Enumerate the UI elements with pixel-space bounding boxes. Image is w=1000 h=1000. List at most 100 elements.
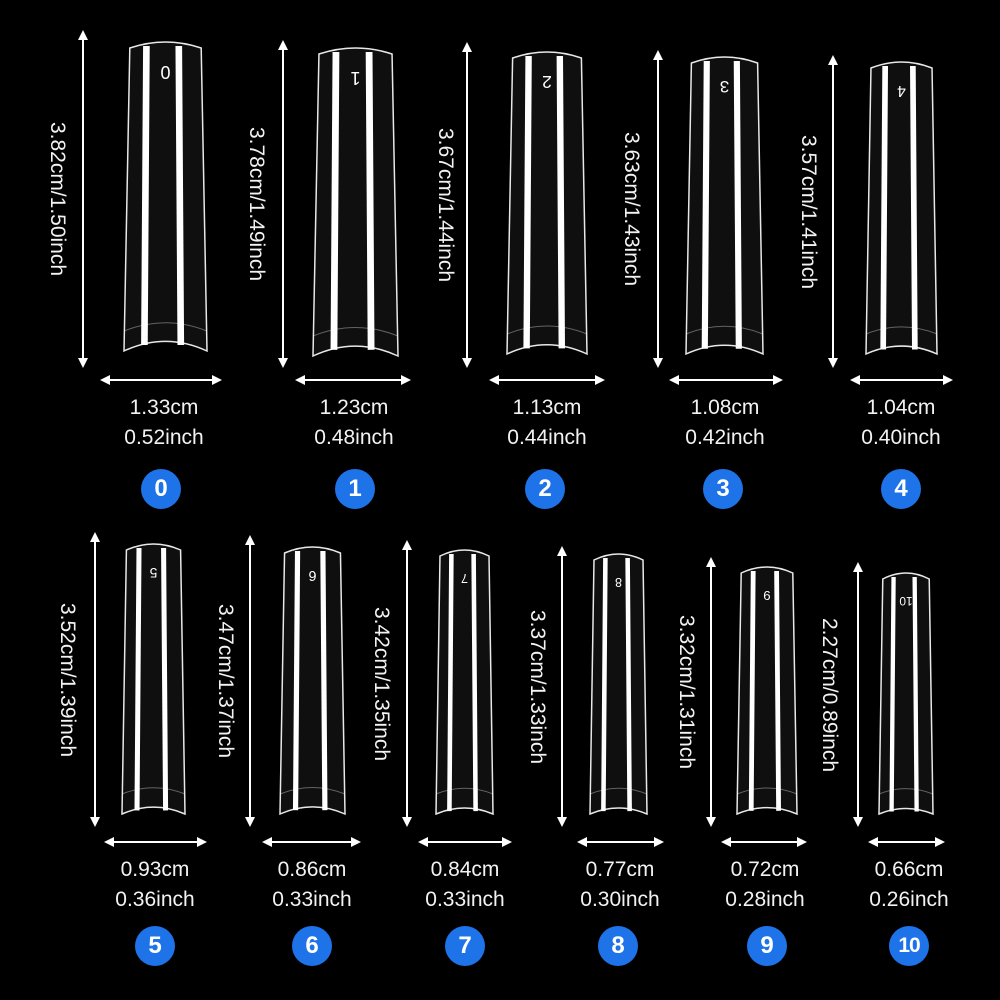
tip-base-curve-4 (865, 326, 938, 335)
tip-highlight-left-1 (330, 51, 340, 350)
tip-engraved-number-3: 3 (720, 77, 729, 96)
tip-highlight-left-2 (523, 55, 532, 349)
tip-highlight-right-4 (910, 65, 918, 350)
width-arrowhead-left-8 (577, 837, 587, 847)
tip-highlight-left-0 (141, 45, 150, 346)
length-label-9: 3.32cm/1.31inch (675, 614, 698, 770)
length-arrowhead-bottom-1 (278, 358, 288, 368)
tip-base-curve-3 (685, 325, 764, 335)
tip-engraved-number-9: 9 (763, 588, 770, 603)
length-label-5: 3.52cm/1.39inch (56, 602, 79, 757)
width-inch-2: 0.44inch (507, 426, 587, 449)
width-cm-0: 1.33cm (129, 396, 199, 419)
width-arrowhead-right-4 (943, 375, 953, 385)
length-arrowhead-top-9 (706, 557, 716, 567)
width-cm-7: 0.84cm (430, 858, 500, 881)
length-arrowhead-top-3 (653, 50, 663, 60)
nail-tip-1 (312, 47, 399, 358)
length-arrowhead-top-5 (90, 532, 100, 542)
length-arrowhead-top-8 (557, 546, 567, 556)
width-arrowhead-left-4 (850, 375, 860, 385)
tip-highlight-left-8 (601, 557, 608, 812)
nail-tip-4 (865, 61, 938, 356)
width-arrowhead-right-2 (595, 375, 605, 385)
tip-base-curve-6 (279, 787, 346, 795)
size-badge-5: 5 (135, 926, 175, 966)
length-arrowhead-top-10 (853, 562, 863, 572)
length-arrowhead-bottom-10 (853, 817, 863, 827)
size-badge-1: 1 (335, 469, 375, 509)
width-cm-5: 0.93cm (120, 858, 190, 881)
width-arrowhead-left-5 (104, 837, 114, 847)
length-arrowhead-bottom-2 (462, 358, 472, 368)
width-arrowhead-right-8 (654, 837, 664, 847)
nail-tip-8 (589, 553, 648, 816)
tip-engraved-number-7: 7 (461, 571, 468, 585)
width-cm-10: 0.66cm (874, 858, 944, 881)
length-arrowhead-top-4 (828, 55, 838, 65)
length-arrowhead-bottom-7 (402, 817, 412, 827)
width-arrowhead-right-6 (351, 837, 361, 847)
tip-base-curve-10 (878, 788, 934, 795)
tip-engraved-number-0: 0 (160, 62, 170, 82)
tip-base-curve-9 (736, 787, 798, 795)
tip-highlight-left-5 (134, 547, 142, 811)
width-arrowhead-left-9 (721, 837, 731, 847)
length-arrowhead-top-7 (402, 540, 412, 550)
width-arrowhead-right-5 (197, 837, 207, 847)
width-cm-2: 1.13cm (512, 396, 582, 419)
width-inch-6: 0.33inch (272, 888, 352, 911)
width-arrowhead-left-10 (868, 837, 878, 847)
tip-engraved-number-5: 5 (149, 565, 157, 581)
tip-highlight-right-1 (365, 51, 375, 350)
size-badge-2: 2 (525, 469, 565, 509)
width-inch-9: 0.28inch (725, 888, 805, 911)
width-inch-0: 0.52inch (124, 426, 204, 449)
tip-highlight-left-10 (889, 576, 896, 812)
length-label-1: 3.78cm/1.49inch (245, 126, 268, 282)
nail-tip-3 (685, 56, 764, 356)
length-arrowhead-bottom-5 (90, 817, 100, 827)
width-arrowhead-left-0 (100, 375, 110, 385)
length-arrowhead-top-6 (245, 535, 255, 545)
tip-highlight-right-3 (733, 60, 742, 349)
width-inch-3: 0.42inch (685, 426, 765, 449)
nail-tip-6 (279, 546, 346, 816)
length-label-2: 3.67cm/1.44inch (434, 127, 457, 283)
tip-highlight-right-8 (625, 557, 632, 812)
tip-highlight-left-7 (447, 553, 454, 812)
tip-highlight-right-7 (471, 553, 478, 812)
tip-base-curve-7 (435, 787, 494, 795)
length-label-6: 3.47cm/1.37inch (214, 603, 237, 759)
width-label-2: 1.13cm 0.44inch (507, 393, 586, 453)
width-arrowhead-left-1 (295, 375, 305, 385)
size-badge-9: 9 (747, 926, 787, 966)
length-arrowhead-top-1 (278, 40, 288, 50)
length-arrowhead-bottom-3 (653, 358, 663, 368)
length-arrowhead-top-0 (78, 30, 88, 40)
length-label-10: 2.27cm/0.89inch (818, 617, 841, 772)
tip-base-curve-5 (121, 787, 186, 795)
tip-highlight-left-4 (880, 65, 889, 350)
tip-engraved-number-10: 10 (899, 594, 913, 608)
tip-engraved-number-6: 6 (308, 567, 316, 583)
length-arrowhead-bottom-4 (828, 358, 838, 368)
width-arrowhead-right-7 (502, 837, 512, 847)
tip-engraved-number-1: 1 (350, 68, 360, 88)
size-badge-7: 7 (445, 926, 485, 966)
length-arrowhead-bottom-8 (557, 817, 567, 827)
tip-engraved-number-4: 4 (897, 82, 906, 99)
width-arrowhead-right-3 (773, 375, 783, 385)
width-arrowhead-left-7 (418, 837, 428, 847)
size-badge-10: 10 (889, 926, 929, 966)
tip-engraved-number-8: 8 (615, 575, 622, 589)
tip-highlight-right-6 (320, 550, 328, 811)
width-label-0: 1.33cm 0.52inch (124, 393, 203, 453)
